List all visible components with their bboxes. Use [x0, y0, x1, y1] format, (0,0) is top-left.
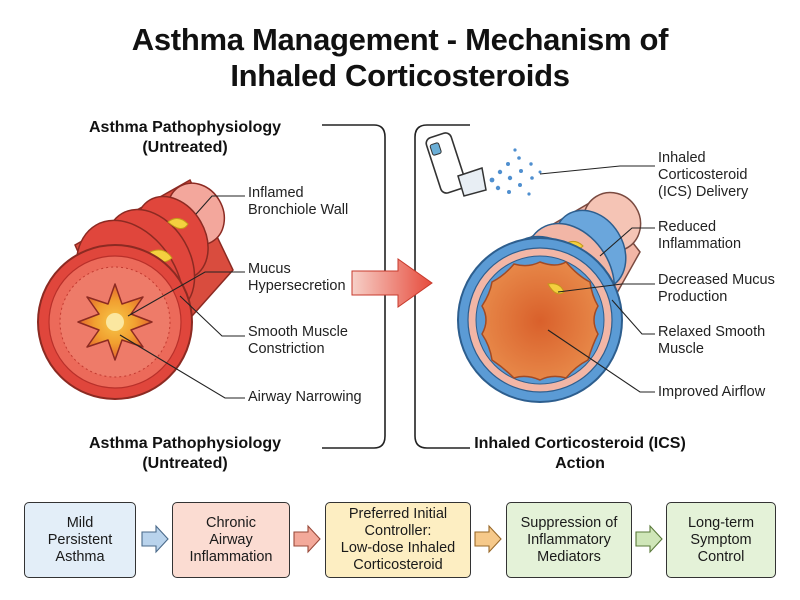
page-title-line: Inhaled Corticosteroids	[230, 58, 570, 93]
heading-line: Asthma Pathophysiology	[88, 435, 282, 452]
flow-arrow	[293, 524, 321, 554]
label-airway-narrowing: Airway Narrowing	[248, 389, 362, 405]
treated-airway-illustration	[457, 191, 642, 403]
label-decreased-mucus-production: Decreased Mucus Production	[658, 272, 775, 305]
leader-inflamed-wall	[195, 195, 245, 215]
flow-arrow	[141, 524, 169, 554]
right-panel-caption: Inhaled Corticosteroid (ICS) Action	[455, 434, 705, 474]
flow-step-chronic-airway-inflammation: Chronic Airway Inflammation	[172, 502, 290, 578]
inflamed-airway-illustration	[37, 178, 234, 400]
page-title-line: Asthma Management - Mechanism of	[131, 22, 669, 57]
leader-mucus	[127, 271, 245, 317]
label-mucus-hypersecretion: Mucus Hypersecretion	[248, 261, 346, 294]
leader-decreased-mucus	[557, 283, 655, 293]
label-smooth-muscle-constriction: Smooth Muscle Constriction	[248, 324, 348, 357]
open-lumen	[481, 261, 599, 381]
left-panel-caption: Asthma Pathophysiology (Untreated)	[60, 434, 310, 474]
heading-line: Inhaled Corticosteroid (ICS)	[474, 435, 686, 452]
flow-step-preferred-initial-controller: Preferred Initial Controller: Low-dose I…	[325, 502, 471, 578]
heading-line: Asthma Pathophysiology	[88, 119, 282, 136]
leader-smooth-muscle	[179, 295, 245, 337]
heading-line: (Untreated)	[142, 139, 228, 156]
page-title: Asthma Management - Mechanism of Inhaled…	[0, 22, 800, 94]
flow-arrow	[635, 524, 663, 554]
left-panel-heading: Asthma Pathophysiology (Untreated)	[60, 118, 310, 158]
inhaler-icon	[425, 132, 487, 197]
heading-line: (Untreated)	[142, 455, 228, 472]
leader-ics-delivery	[539, 165, 655, 175]
transition-arrow	[351, 258, 433, 308]
label-ics-delivery: Inhaled Corticosteroid (ICS) Delivery	[658, 150, 749, 200]
leader-relaxed-muscle	[611, 299, 655, 335]
label-relaxed-smooth-muscle: Relaxed Smooth Muscle	[658, 324, 766, 357]
flow-step-mild-persistent-asthma: Mild Persistent Asthma	[24, 502, 136, 578]
label-inflamed-bronchiole-wall: Inflamed Bronchiole Wall	[248, 185, 349, 218]
leader-improved-airflow	[547, 329, 655, 393]
leader-airway-narrowing	[119, 334, 245, 399]
flow-arrows	[141, 524, 663, 554]
leader-reduced-inflammation	[599, 227, 655, 257]
flow-arrow	[474, 524, 502, 554]
label-improved-airflow: Improved Airflow	[658, 384, 766, 400]
heading-line: Action	[555, 455, 605, 472]
flow-step-suppression-of-mediators: Suppression of Inflammatory Mediators	[506, 502, 632, 578]
aerosol-spray	[489, 148, 542, 196]
label-reduced-inflammation: Reduced Inflammation	[658, 219, 742, 252]
flow-step-long-term-symptom-control: Long-term Symptom Control	[666, 502, 776, 578]
